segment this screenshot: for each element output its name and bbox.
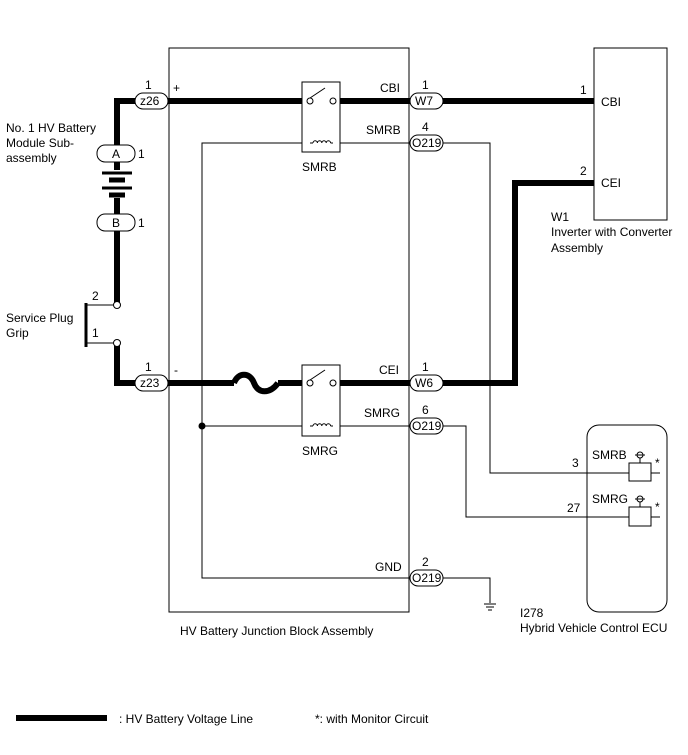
ecu-smrb-label: SMRB <box>592 448 627 462</box>
connector-w7-id: W7 <box>415 94 433 108</box>
signal-lines <box>201 142 660 603</box>
wire-smrb-coil-to-gnd <box>201 142 410 579</box>
ecu-smrb-pin: 3 <box>572 456 579 470</box>
junction-block: HV Battery Junction Block Assembly + - <box>168 47 410 638</box>
ecu-smrg-monitor-box <box>628 506 652 527</box>
ecu-smrb-asterisk: * <box>655 456 660 470</box>
legend: : HV Battery Voltage Line *: with Monito… <box>16 712 429 726</box>
connector-z23-pin: 1 <box>145 360 152 374</box>
wire-o219-to-ecu-smrg <box>443 425 629 518</box>
connector-b-pin: 1 <box>138 216 145 230</box>
connector-w6-signal: CEI <box>379 363 399 377</box>
connector-o219-smrg <box>409 417 444 435</box>
relay-smrg <box>301 364 341 437</box>
ecu-label: Hybrid Vehicle Control ECU <box>520 621 667 635</box>
connector-z26 <box>134 92 169 110</box>
inverter-label-line1: Inverter with Converter <box>551 225 672 239</box>
connector-o219-smrg-id: O219 <box>412 419 442 433</box>
service-plug-pin-bottom: 1 <box>92 326 99 340</box>
inverter-code: W1 <box>551 210 569 224</box>
wire-junction-dot <box>198 422 206 430</box>
ecu: I278 Hybrid Vehicle Control ECU SMRB * S… <box>520 424 668 635</box>
connector-w7-pin: 1 <box>422 78 429 92</box>
inverter: 1 CBI 2 CEI W1 Inverter with Converter A… <box>551 47 672 255</box>
service-plug <box>84 301 121 347</box>
connector-o219-smrb-signal: SMRB <box>366 123 401 137</box>
connector-a-pin: 1 <box>138 147 145 161</box>
inverter-pin1-label: CBI <box>601 95 621 109</box>
relay-smrb-outline <box>301 81 341 153</box>
service-plug-label-line2: Grip <box>6 326 29 340</box>
connector-o219-smrb-pin: 4 <box>422 120 429 134</box>
junction-block-label: HV Battery Junction Block Assembly <box>180 624 373 638</box>
hv-voltage-lines <box>114 98 594 386</box>
connector-b-id: B <box>112 216 120 230</box>
connector-o219-smrg-signal: SMRG <box>364 406 400 420</box>
inverter-outline <box>593 47 668 221</box>
wire-gnd-to-ground <box>443 577 491 603</box>
relay-smrb-label: SMRB <box>302 160 337 174</box>
relay-smrb <box>301 81 341 153</box>
connector-o219-gnd-id: O219 <box>412 571 442 585</box>
wire-o219-to-ecu-smrb <box>443 142 629 474</box>
battery-label-line1: No. 1 HV Battery <box>6 121 96 135</box>
legend-monitor-label: *: with Monitor Circuit <box>315 712 429 726</box>
relay-smrg-switch-icon <box>309 369 326 381</box>
ecu-smrg-asterisk: * <box>655 500 660 514</box>
battery-label-line3: assembly <box>6 151 57 165</box>
relay-smrg-coil-icon <box>312 423 332 427</box>
connector-o219-smrb <box>409 134 444 152</box>
connector-z26-pin: 1 <box>145 78 152 92</box>
connector-w6 <box>409 374 444 392</box>
connector-o219-smrg-pin: 6 <box>422 403 429 417</box>
ecu-smrg-label: SMRG <box>592 492 628 506</box>
relay-smrb-contact-right <box>329 97 337 105</box>
ground-icon <box>484 603 496 611</box>
service-plug-terminal-top <box>113 301 121 309</box>
service-plug-pin-top: 2 <box>92 289 99 303</box>
junction-block-outline <box>168 47 410 613</box>
battery-cells-icon <box>102 171 132 198</box>
connector-o219-gnd-signal: GND <box>375 560 402 574</box>
legend-hv-line-label: : HV Battery Voltage Line <box>119 712 253 726</box>
hv-line-w6-inverter <box>442 180 594 386</box>
battery-label-line2: Module Sub- <box>6 136 74 150</box>
ecu-smrg-pin: 27 <box>567 501 581 515</box>
connector-w6-pin: 1 <box>422 360 429 374</box>
hv-line-battery-top <box>114 98 135 130</box>
relay-smrg-contact-left <box>306 379 314 387</box>
junction-minus-label: - <box>174 363 178 377</box>
relay-smrb-switch-icon <box>309 87 326 99</box>
inverter-pin2-label: CEI <box>601 176 621 190</box>
ecu-code: I278 <box>520 606 544 620</box>
connector-w7 <box>409 92 444 110</box>
connector-a <box>96 144 136 163</box>
connector-o219-gnd <box>409 569 444 587</box>
connector-o219-smrb-id: O219 <box>412 136 442 150</box>
relay-smrg-label: SMRG <box>302 444 338 458</box>
connector-a-id: A <box>112 147 120 161</box>
junction-plus-label: + <box>173 81 180 95</box>
connector-w7-signal: CBI <box>380 81 400 95</box>
connector-o219-gnd-pin: 2 <box>422 555 429 569</box>
connector-z23 <box>134 374 169 392</box>
relay-smrg-contact-right <box>329 379 337 387</box>
service-plug-terminal-bottom <box>113 339 121 347</box>
hv-line-plug-to-z23 <box>114 345 135 386</box>
relay-smrg-outline <box>301 364 341 437</box>
connector-z23-id: z23 <box>140 376 160 390</box>
ecu-smrb-monitor-box <box>628 462 652 482</box>
relay-smrb-contact-left <box>306 97 314 105</box>
inverter-pin1-number: 1 <box>580 83 587 97</box>
inverter-label-line2: Assembly <box>551 241 603 255</box>
service-plug-label-line1: Service Plug <box>6 311 73 325</box>
connector-w6-id: W6 <box>415 376 433 390</box>
connector-b <box>96 213 136 232</box>
fuse-icon <box>231 371 281 395</box>
connector-z26-id: z26 <box>140 94 160 108</box>
relay-smrb-coil-icon <box>312 140 332 144</box>
inverter-pin2-number: 2 <box>580 164 587 178</box>
